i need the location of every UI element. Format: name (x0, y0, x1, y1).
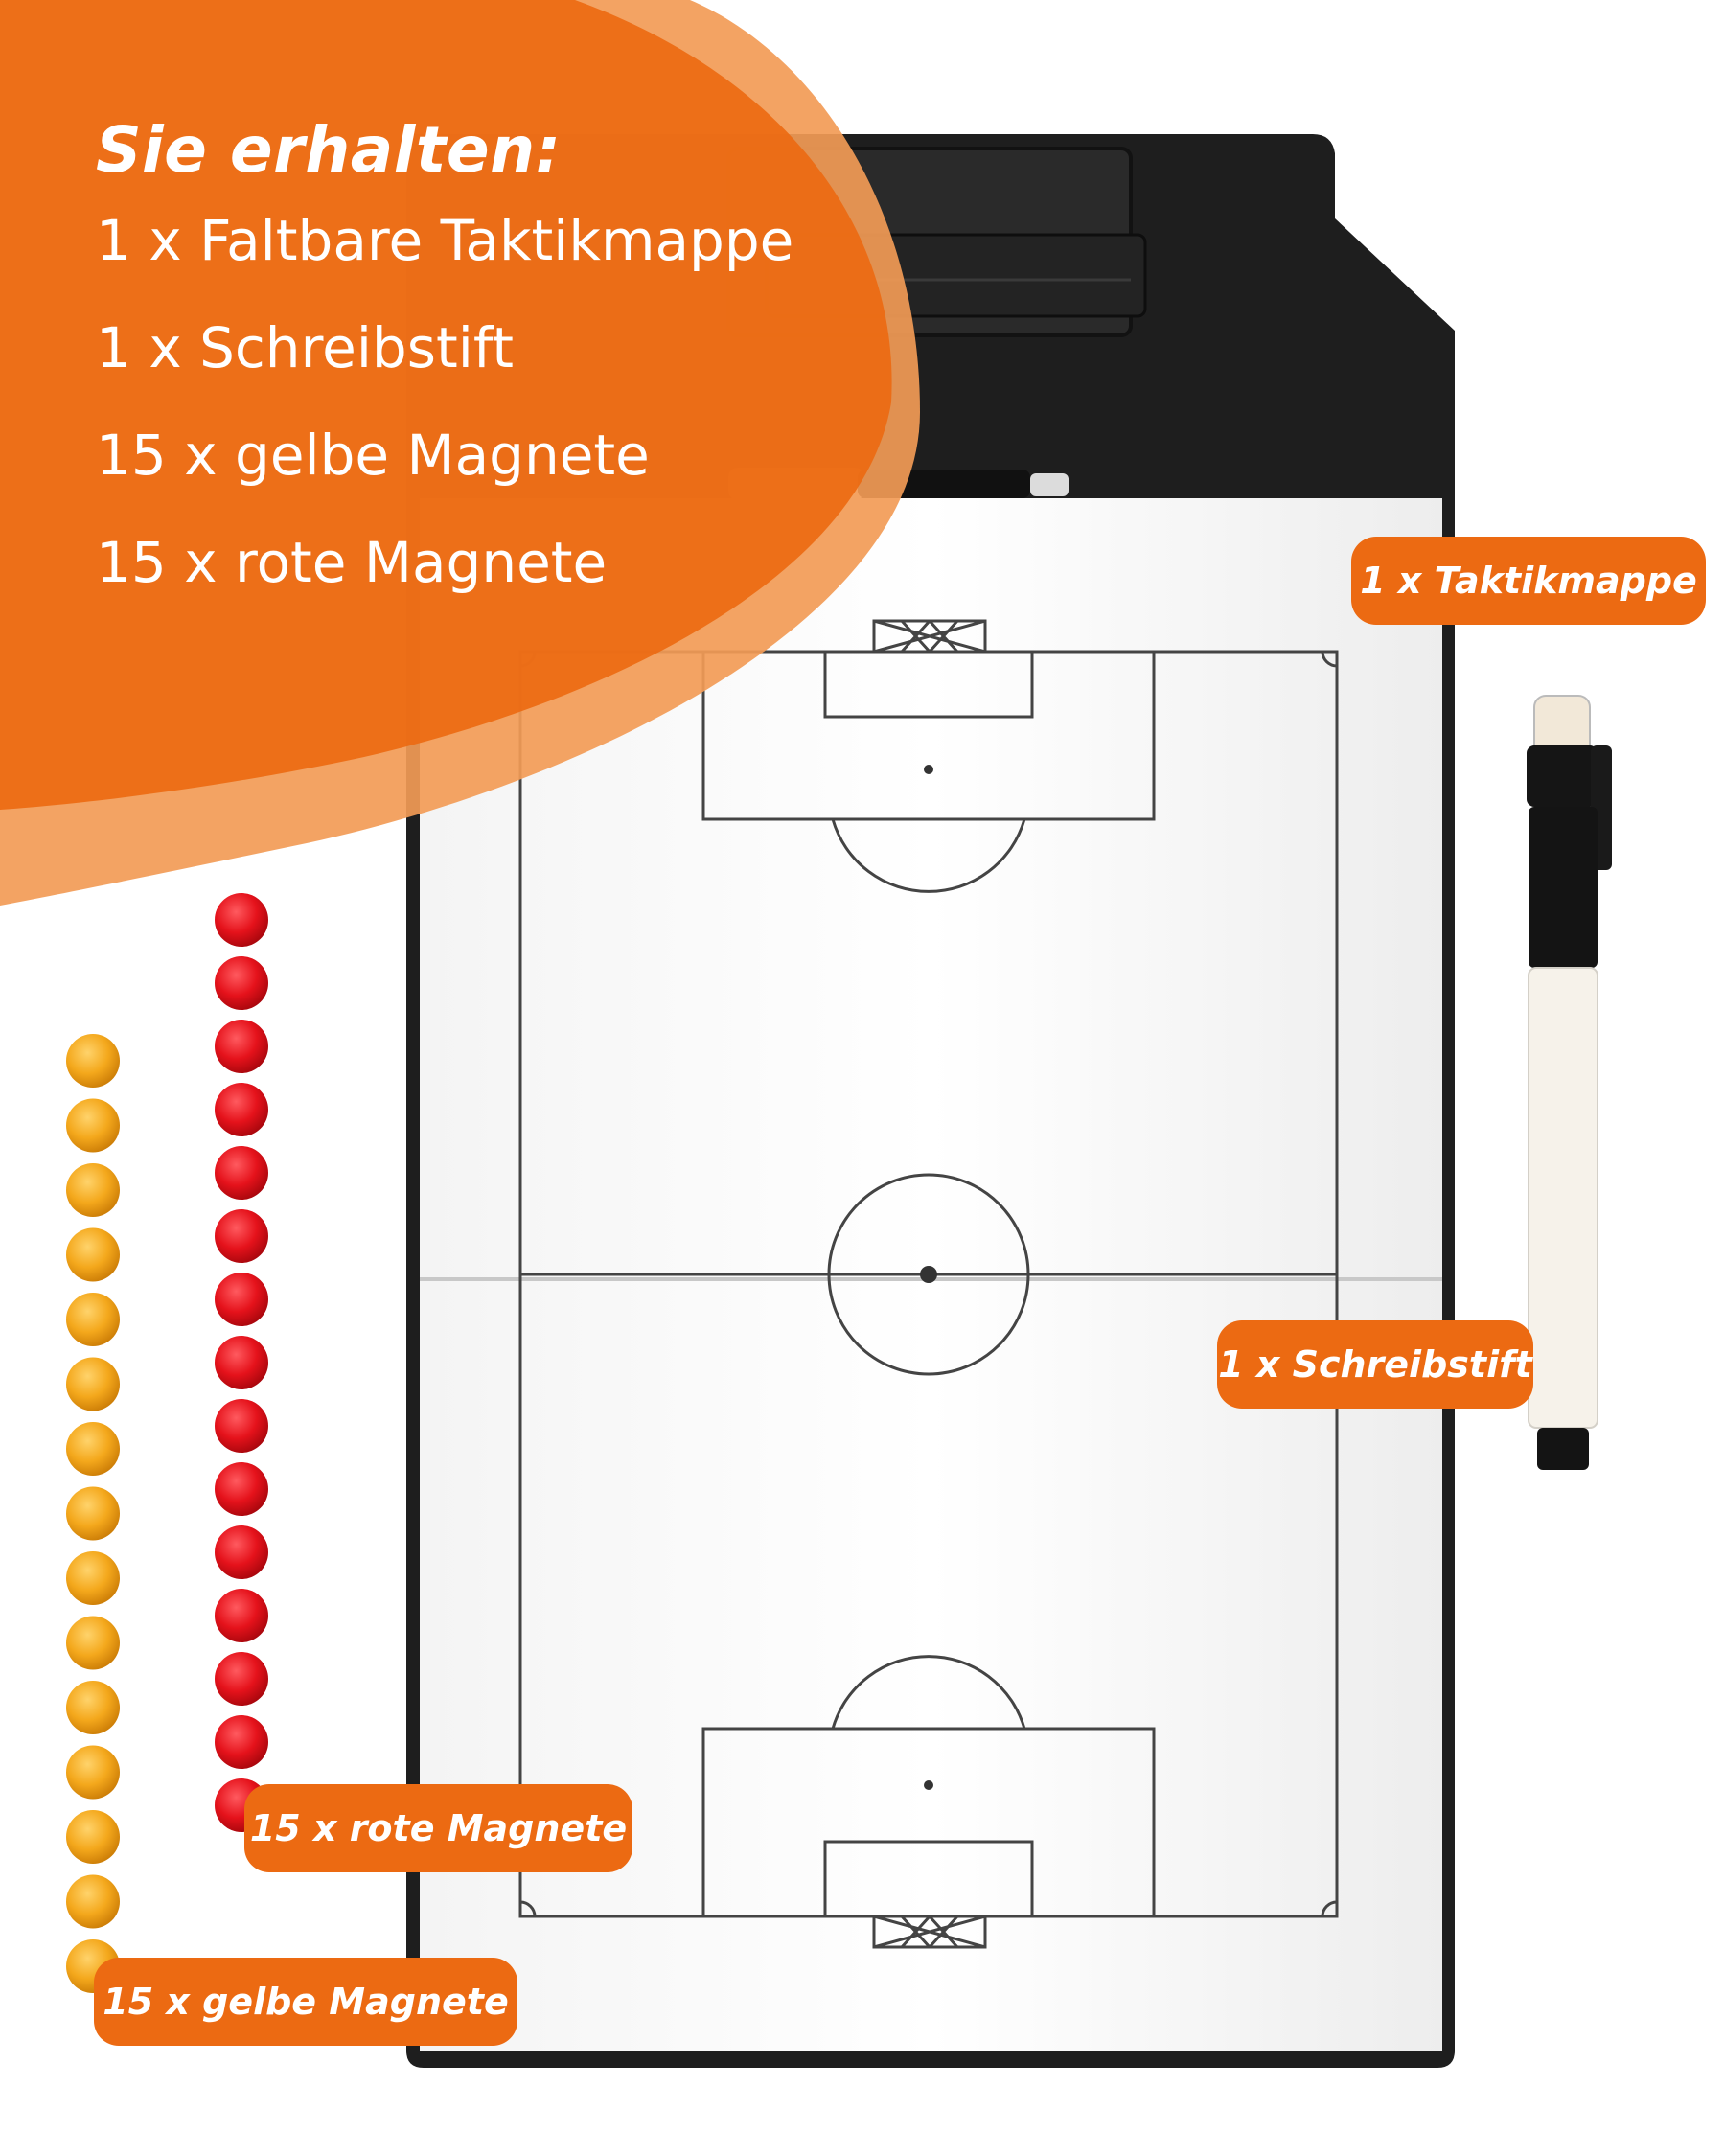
yellow-magnet (66, 1681, 120, 1734)
yellow-magnet (66, 1486, 120, 1541)
yellow-magnet (66, 1357, 120, 1411)
yellow-magnet (66, 1163, 120, 1217)
yellow-magnet (66, 1034, 120, 1088)
red-magnet (215, 1209, 268, 1263)
label-red-magnets: 15 x rote Magnete (244, 1784, 632, 1872)
red-magnet (215, 1083, 268, 1136)
yellow-magnet (66, 1616, 120, 1670)
yellow-magnets (66, 1034, 120, 1993)
yellow-magnet (66, 1422, 120, 1476)
yellow-magnet (66, 1874, 120, 1929)
yellow-magnet (66, 1810, 120, 1864)
red-magnet (215, 893, 268, 947)
red-magnet (215, 1399, 268, 1453)
football-pitch-drawing (518, 619, 1339, 1949)
label-yellow-magnets: 15 x gelbe Magnete (94, 1958, 518, 2046)
orange-backdrop (0, 0, 920, 906)
yellow-magnet (66, 1551, 120, 1605)
red-magnet (215, 1715, 268, 1769)
red-magnet (215, 1525, 268, 1579)
red-magnet (215, 1146, 268, 1200)
label-tactic-board: 1 x Taktikmappe (1351, 537, 1706, 625)
red-magnet (215, 1652, 268, 1706)
headline-item: 15 x rote Magnete (96, 530, 608, 595)
red-magnet (215, 1273, 268, 1326)
headline-title: Sie erhalten: (96, 113, 562, 187)
headline-item: 1 x Schreibstift (96, 315, 514, 380)
marker-pen (1527, 695, 1612, 1470)
headline-block: Sie erhalten: 1 x Faltbare Taktikmappe 1… (96, 113, 794, 637)
red-magnet (215, 1336, 268, 1389)
red-magnet (215, 1020, 268, 1073)
red-magnet (215, 1589, 268, 1642)
red-magnet (215, 956, 268, 1010)
yellow-magnet (66, 1293, 120, 1346)
headline-item: 1 x Faltbare Taktikmappe (96, 208, 794, 273)
headline-item: 15 x gelbe Magnete (96, 423, 650, 488)
red-magnets (215, 893, 268, 1832)
yellow-magnet (66, 1745, 120, 1800)
red-magnet (215, 1462, 268, 1516)
yellow-magnet (66, 1098, 120, 1153)
label-pen: 1 x Schreibstift (1217, 1320, 1533, 1409)
yellow-magnet (66, 1227, 120, 1282)
